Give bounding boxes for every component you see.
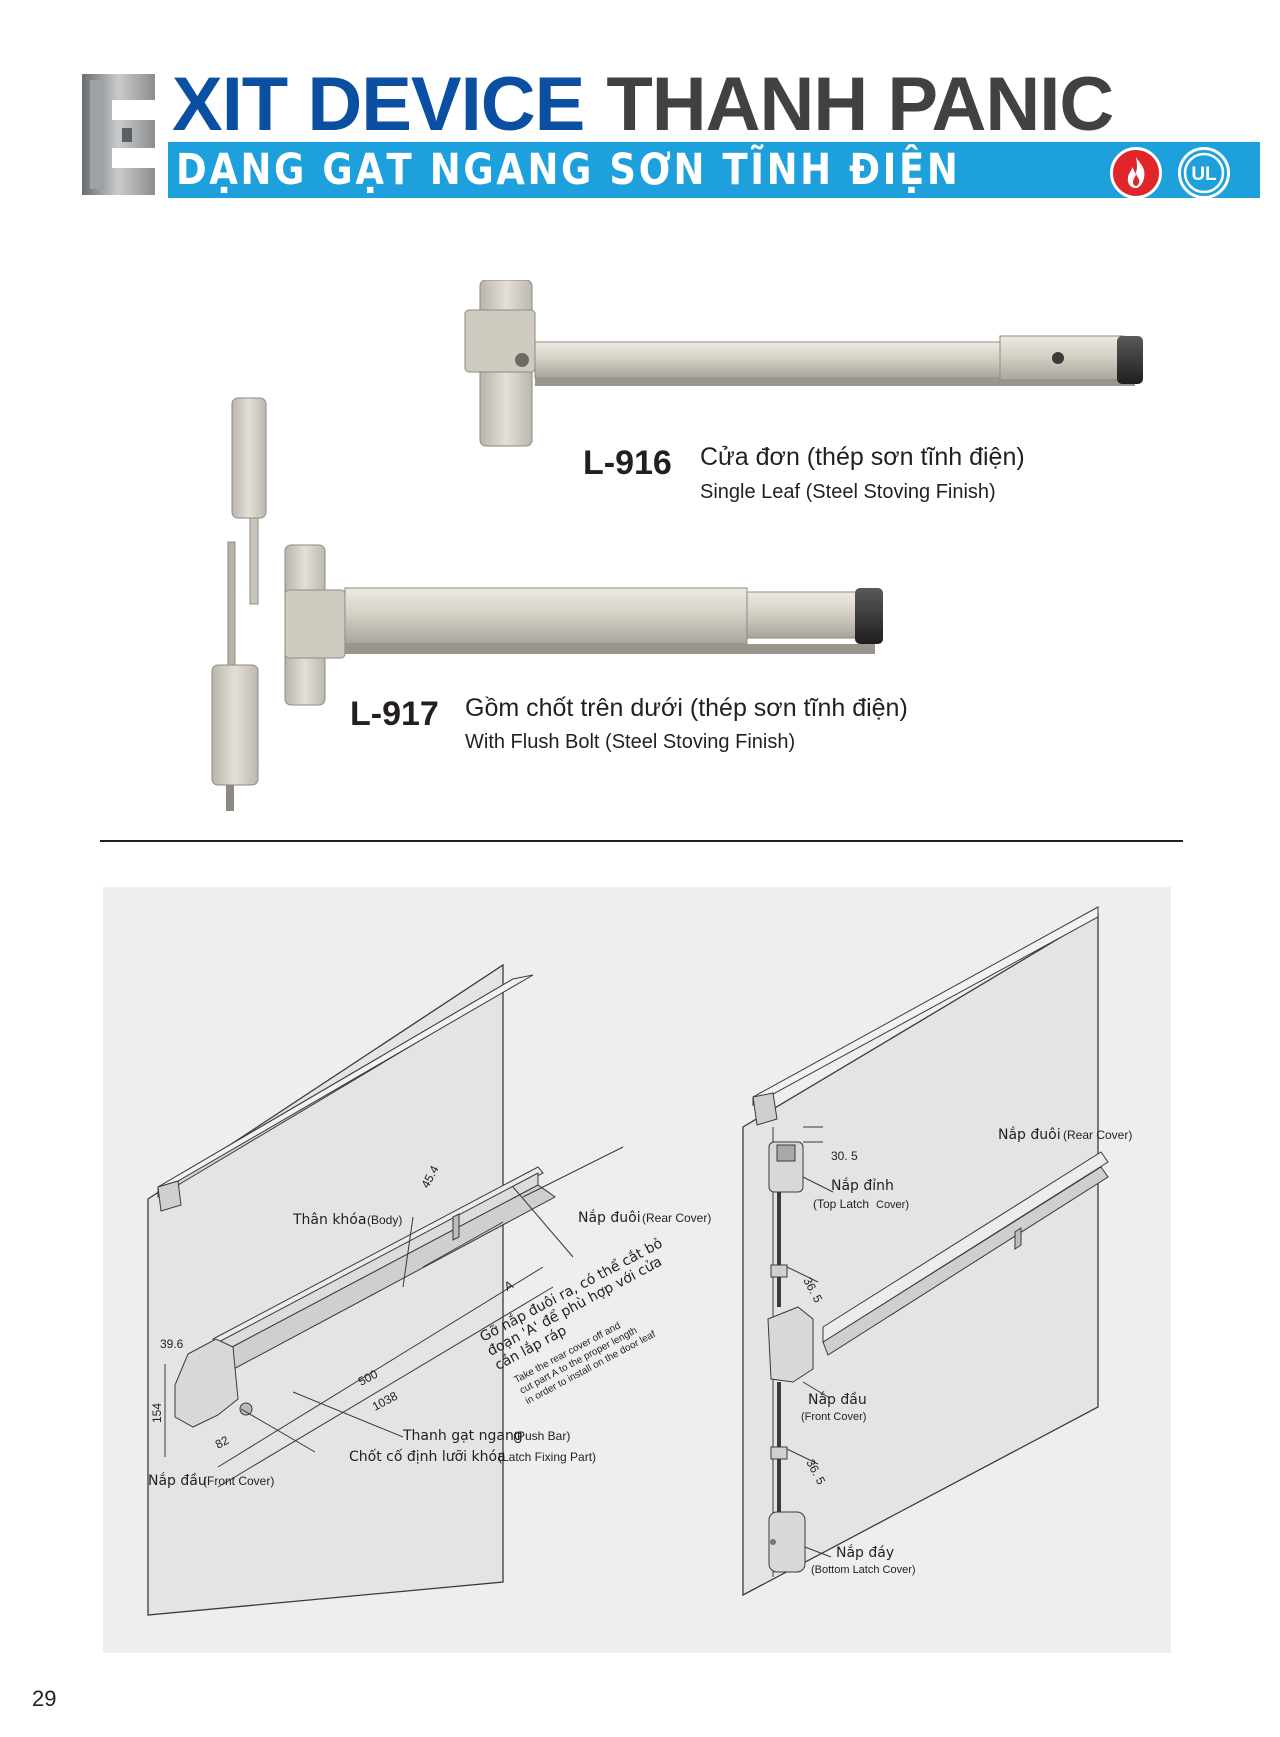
latch-fixing-label-en: (Latch Fixing Part) bbox=[498, 1450, 596, 1464]
l916-name-en: Single Leaf (Steel Stoving Finish) bbox=[700, 481, 996, 503]
dim-30-5: 30. 5 bbox=[831, 1149, 858, 1163]
page-number: 29 bbox=[32, 1686, 57, 1711]
top-latch-label-en2: Cover) bbox=[876, 1199, 909, 1211]
dim-39-6: 39.6 bbox=[160, 1337, 184, 1351]
l916-name-vn: Cửa đơn (thép sơn tĩnh điện) bbox=[700, 443, 1025, 471]
right-front-cover-label-en: (Front Cover) bbox=[801, 1411, 866, 1423]
rear-cover-label-en: (Rear Cover) bbox=[642, 1211, 711, 1225]
l916-product-image bbox=[464, 280, 1143, 447]
right-door bbox=[742, 906, 1109, 1597]
title-blue: XIT DEVICE bbox=[172, 62, 585, 147]
dim-154: 154 bbox=[150, 1403, 164, 1423]
page-subtitle: DẠNG GẠT NGANG SƠN TĨNH ĐIỆN bbox=[176, 145, 961, 195]
left-door bbox=[147, 963, 624, 1616]
l917-name-en: With Flush Bolt (Steel Stoving Finish) bbox=[465, 731, 796, 753]
body-label: Thân khóa bbox=[292, 1212, 366, 1228]
right-rear-cover-label-en: (Rear Cover) bbox=[1063, 1128, 1132, 1142]
push-bar-label: Thanh gạt ngang bbox=[402, 1428, 523, 1444]
ul-text: UL bbox=[1191, 164, 1217, 185]
ul-listed-icon: UL bbox=[1178, 147, 1230, 199]
front-cover-label-en: (Front Cover) bbox=[203, 1474, 274, 1488]
fire-rated-icon bbox=[1110, 147, 1162, 199]
latch-fixing-label: Chốt cố định lưỡi khóa bbox=[349, 1448, 506, 1465]
dim-82: 82 bbox=[213, 1433, 232, 1452]
l917-model: L-917 bbox=[350, 695, 439, 733]
rear-cover-label: Nắp đuôi bbox=[578, 1209, 641, 1226]
bottom-latch-label-en: (Bottom Latch Cover) bbox=[811, 1564, 916, 1576]
installation-diagram: Thân khóa (Body) Nắp đuôi (Rear Cover) T… bbox=[103, 887, 1171, 1653]
top-latch-label: Nắp đỉnh bbox=[831, 1177, 894, 1194]
front-cover-label: Nắp đầu bbox=[148, 1472, 207, 1489]
right-rear-cover-label: Nắp đuôi bbox=[998, 1126, 1061, 1143]
title-grey: THANH PANIC bbox=[606, 62, 1114, 147]
section-divider bbox=[100, 840, 1183, 842]
product-photos bbox=[211, 280, 1143, 811]
cut-note: Gỡ nắp đuôi ra, có thể cắt bỏ đoạn 'A' đ… bbox=[477, 1235, 665, 1407]
right-front-cover-label: Nắp đầu bbox=[808, 1391, 867, 1408]
l916-model: L-916 bbox=[583, 444, 672, 482]
l917-name-vn: Gồm chốt trên dưới (thép sơn tĩnh điện) bbox=[465, 694, 908, 722]
e-letter-photo-icon bbox=[82, 74, 155, 195]
body-label-en: (Body) bbox=[367, 1213, 402, 1227]
push-bar-label-en: (Push Bar) bbox=[513, 1429, 570, 1443]
bottom-latch-label: Nắp đáy bbox=[836, 1544, 894, 1561]
top-latch-label-en: (Top Latch bbox=[813, 1197, 869, 1211]
l917-product-image bbox=[284, 544, 883, 706]
flush-bolt-image bbox=[211, 397, 267, 811]
subtitle-bar bbox=[168, 142, 1260, 198]
